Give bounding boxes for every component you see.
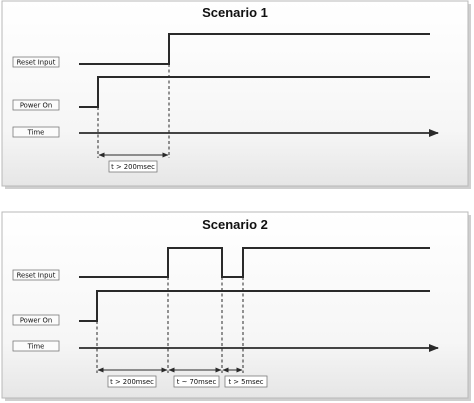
scenario-1-timing-text: t > 200msec bbox=[111, 163, 155, 171]
scenario-1-timing-label: t > 200msec bbox=[108, 160, 158, 173]
scenario-1-time-label-text: Time bbox=[27, 129, 45, 137]
scenario-1-panel: Scenario 1 Reset Input Power On Time t >… bbox=[1, 0, 471, 189]
scenario-1-reset-label-text: Reset Input bbox=[17, 59, 56, 67]
scenario-2-reset-label: Reset Input bbox=[12, 269, 60, 281]
scenario-2-power-label-text: Power On bbox=[20, 317, 52, 325]
scenario-2-power-signal bbox=[79, 290, 430, 322]
scenario-1-reset-signal bbox=[79, 33, 430, 65]
scenario-2-timing-text-1: t > 200msec bbox=[110, 378, 154, 386]
scenario-2-time-label-text: Time bbox=[27, 343, 45, 351]
scenario-2-reset-label-text: Reset Input bbox=[17, 272, 56, 280]
scenario-2-reset-signal bbox=[79, 247, 430, 278]
scenario-2-power-label: Power On bbox=[12, 314, 60, 326]
scenario-2-timing-text-2: t ~ 70msec bbox=[177, 378, 217, 386]
scenario-2-panel: Scenario 2 Reset Input Power On Time t bbox=[1, 211, 471, 401]
scenario-1-power-label-text: Power On bbox=[20, 102, 52, 110]
scenario-2-timing-label-1: t > 200msec bbox=[107, 375, 157, 388]
scenario-1-power-signal bbox=[79, 76, 430, 108]
scenario-1-title: Scenario 1 bbox=[202, 5, 268, 20]
scenario-2-title: Scenario 2 bbox=[202, 217, 268, 232]
scenario-1-power-label: Power On bbox=[12, 99, 60, 111]
scenario-2-timing-label-2: t ~ 70msec bbox=[173, 375, 220, 388]
scenario-2-timing-label-3: t > 5msec bbox=[224, 375, 268, 388]
scenario-2-time-label: Time bbox=[12, 340, 60, 352]
scenario-1-time-label: Time bbox=[12, 126, 60, 138]
scenario-2-timing-text-3: t > 5msec bbox=[228, 378, 263, 386]
scenario-1-reset-label: Reset Input bbox=[12, 56, 60, 68]
